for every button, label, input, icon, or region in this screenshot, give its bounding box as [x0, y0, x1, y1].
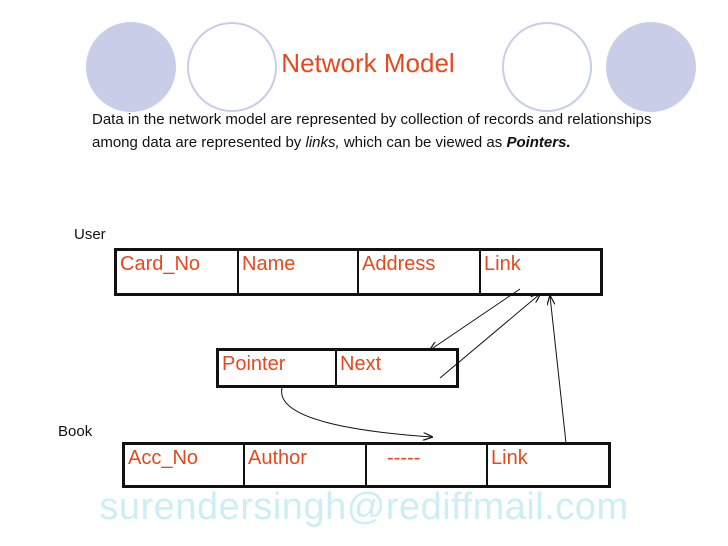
user-field-address: Address: [359, 251, 481, 293]
decor-circle: [187, 22, 277, 112]
description-pointers: Pointers.: [506, 134, 571, 151]
book-field-link: Link: [491, 447, 528, 469]
description: Data in the network model are represente…: [92, 108, 692, 154]
book-label: Book: [58, 423, 93, 440]
decor-circle: [86, 22, 176, 112]
arrow-link-to-pointer: [430, 288, 521, 350]
user-record: Card_No Name Address Link: [114, 248, 603, 296]
user-label: User: [74, 226, 106, 243]
pointer-record: Pointer Next: [216, 348, 459, 388]
pointer-field-pointer: Pointer: [219, 351, 337, 385]
decor-circle: [606, 22, 696, 112]
arrow-pointer-to-book: [281, 387, 432, 437]
book-field-author: Author: [245, 445, 367, 485]
book-field-acc-no: Acc_No: [125, 445, 245, 485]
user-field-card-no: Card_No: [117, 251, 239, 293]
user-field-name: Name: [239, 251, 359, 293]
description-text: Data in the network model are represente…: [92, 111, 652, 151]
decor-circle: [502, 22, 592, 112]
arrow-next-to-link: [439, 294, 540, 379]
arrow-book-to-user-link: [550, 296, 567, 444]
description-links: links,: [305, 134, 340, 151]
description-text: which can be viewed as: [339, 134, 507, 151]
book-record: Acc_No Author ----- Link: [122, 442, 611, 488]
user-field-link: Link: [484, 253, 521, 275]
book-field-dashes: -----: [367, 445, 488, 485]
pointer-field-next: Next: [340, 353, 382, 375]
page-title: Network Model: [281, 48, 455, 78]
footer-email: surendersingh@rediffmail.com: [99, 486, 629, 528]
